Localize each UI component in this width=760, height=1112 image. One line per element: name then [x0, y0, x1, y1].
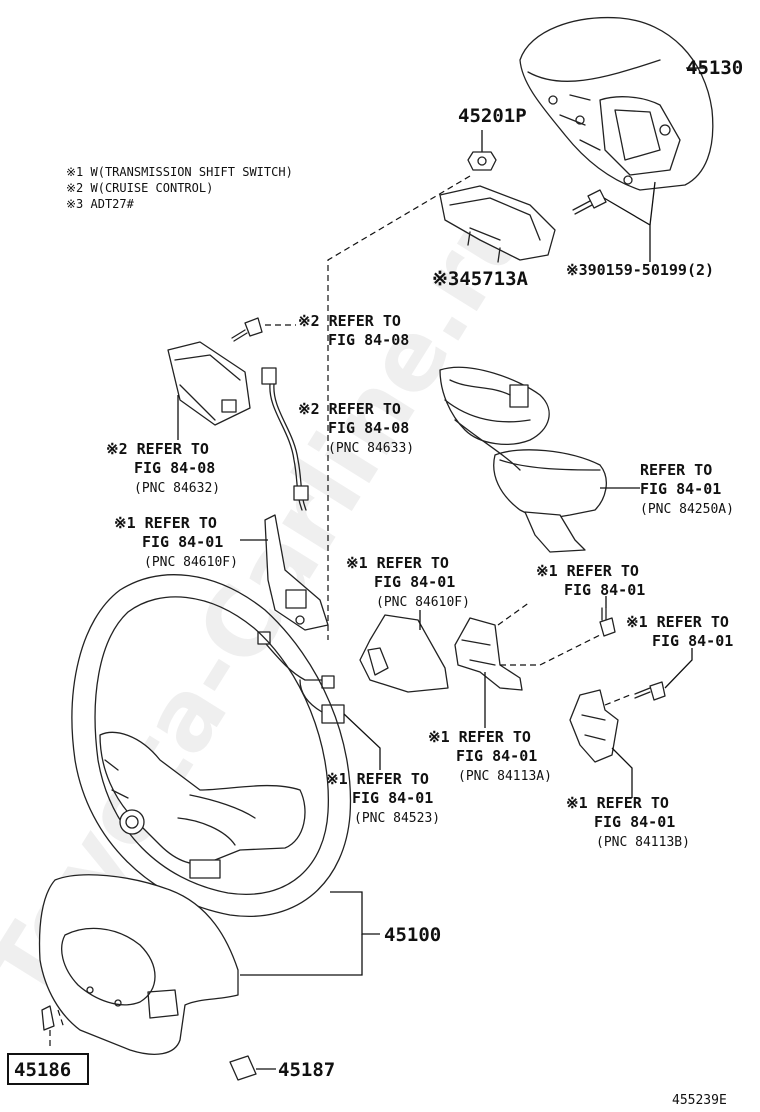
leader-45100-a: [330, 891, 380, 935]
bracket-84113B: [569, 689, 619, 763]
part-45713A-label: ※345713A: [432, 268, 529, 290]
ref-r7-line2: FIG 84-01: [564, 581, 645, 599]
part-45187-cap: [229, 1055, 257, 1081]
ref-r11-line3: (PNC 84113B): [596, 835, 690, 850]
note-2: ※2 W(CRUISE CONTROL): [66, 181, 213, 195]
dash-bracket-a: [497, 601, 531, 626]
dash-bracket-c: [604, 694, 631, 706]
note-3: ※3 ADT27#: [66, 197, 135, 211]
ref-r11-line2: FIG 84-01: [594, 813, 675, 831]
ref-r10-line3: (PNC 84523): [354, 811, 440, 826]
screw-cruise: [231, 317, 263, 342]
ref-r3: ※2 REFER TO FIG 84-08 (PNC 84632): [106, 440, 220, 496]
ref-r4-line1: REFER TO: [640, 461, 712, 479]
note-1: ※1 W(TRANSMISSION SHIFT SWITCH): [66, 165, 293, 179]
ref-r7: ※1 REFER TO FIG 84-01: [536, 562, 645, 599]
ref-r9-line3: (PNC 84113A): [458, 769, 552, 784]
wire-harness-84633: [261, 367, 309, 511]
ref-r1-line2: FIG 84-08: [328, 331, 409, 349]
ref-r1: ※2 REFER TO FIG 84-08: [298, 312, 409, 349]
leader-90159: [603, 197, 651, 262]
ref-r11-line1: ※1 REFER TO: [566, 794, 669, 812]
ref-r6-line1: ※1 REFER TO: [346, 554, 449, 572]
shift-switch-right-84610F: [359, 614, 449, 693]
shift-switch-left-84610F: [264, 514, 329, 631]
ref-r6-line3: (PNC 84610F): [376, 595, 470, 610]
ref-r10: ※1 REFER TO FIG 84-01 (PNC 84523): [326, 770, 440, 826]
part-45186-clip: [41, 1005, 55, 1031]
bracket-45713A: [439, 185, 556, 263]
dash-45186: [49, 1009, 65, 1048]
ref-r4-line3: (PNC 84250A): [640, 502, 734, 517]
part-45201P-label: 45201P: [458, 105, 527, 127]
ref-r10-line1: ※1 REFER TO: [326, 770, 429, 788]
steering-wheel-45100: [71, 574, 352, 917]
airbag-cover-drawing: [519, 16, 714, 191]
leader-90159-b: [649, 181, 656, 226]
ref-r2: ※2 REFER TO FIG 84-08 (PNC 84633): [298, 400, 414, 456]
bracket-84113A: [454, 617, 523, 691]
part-45100-label: 45100: [384, 924, 441, 946]
dash-bracket-b: [500, 634, 601, 666]
ref-r10-line2: FIG 84-01: [352, 789, 433, 807]
leader-r11: [611, 747, 633, 798]
part-90159-label: ※390159-50199(2): [566, 261, 714, 279]
ref-r3-line3: (PNC 84632): [134, 481, 220, 496]
ref-r9: ※1 REFER TO FIG 84-01 (PNC 84113A): [428, 728, 552, 784]
ref-r5: ※1 REFER TO FIG 84-01 (PNC 84610F): [114, 514, 238, 570]
ref-r6-line2: FIG 84-01: [374, 573, 455, 591]
leader-r10: [343, 713, 381, 770]
ref-r3-line2: FIG 84-08: [134, 459, 215, 477]
ref-r5-line2: FIG 84-01: [142, 533, 223, 551]
ref-r11: ※1 REFER TO FIG 84-01 (PNC 84113B): [566, 794, 690, 850]
screw-r7: [599, 607, 616, 637]
spiral-cable-84250A: [439, 366, 607, 553]
part-45187-label: 45187: [278, 1059, 335, 1081]
part-45186-box: [7, 1053, 89, 1085]
ref-r5-line3: (PNC 84610F): [144, 555, 238, 570]
ref-r2-line2: FIG 84-08: [328, 419, 409, 437]
legend-notes: ※1 W(TRANSMISSION SHIFT SWITCH) ※2 W(CRU…: [66, 165, 293, 211]
screw-90159: [572, 189, 607, 215]
ref-r9-line2: FIG 84-01: [456, 747, 537, 765]
nut-45201P: [467, 151, 497, 171]
figure-id: 455239E: [672, 1093, 727, 1108]
lower-cover: [38, 874, 239, 1055]
ref-r8: ※1 REFER TO FIG 84-01: [626, 613, 733, 650]
ref-r8-line2: FIG 84-01: [652, 632, 733, 650]
ref-r3-line1: ※2 REFER TO: [106, 440, 209, 458]
ref-r2-line3: (PNC 84633): [328, 441, 414, 456]
ref-r7-line1: ※1 REFER TO: [536, 562, 639, 580]
leader-45100-b: [240, 934, 363, 976]
leader-r8: [664, 648, 693, 689]
ref-r5-line1: ※1 REFER TO: [114, 514, 217, 532]
ref-r9-line1: ※1 REFER TO: [428, 728, 531, 746]
part-45186-label: 45186: [14, 1059, 71, 1081]
ref-r4-line2: FIG 84-01: [640, 480, 721, 498]
ref-r6: ※1 REFER TO FIG 84-01 (PNC 84610F): [346, 554, 470, 610]
ref-r4: REFER TO FIG 84-01 (PNC 84250A): [640, 461, 734, 517]
ref-r1-line1: ※2 REFER TO: [298, 312, 401, 330]
screw-r8: [634, 681, 666, 701]
part-45130-label: 45130: [686, 57, 743, 79]
cruise-switch-84632: [167, 341, 251, 426]
center-dashed-line: [327, 175, 471, 640]
ref-r8-line1: ※1 REFER TO: [626, 613, 729, 631]
ref-r2-line1: ※2 REFER TO: [298, 400, 401, 418]
